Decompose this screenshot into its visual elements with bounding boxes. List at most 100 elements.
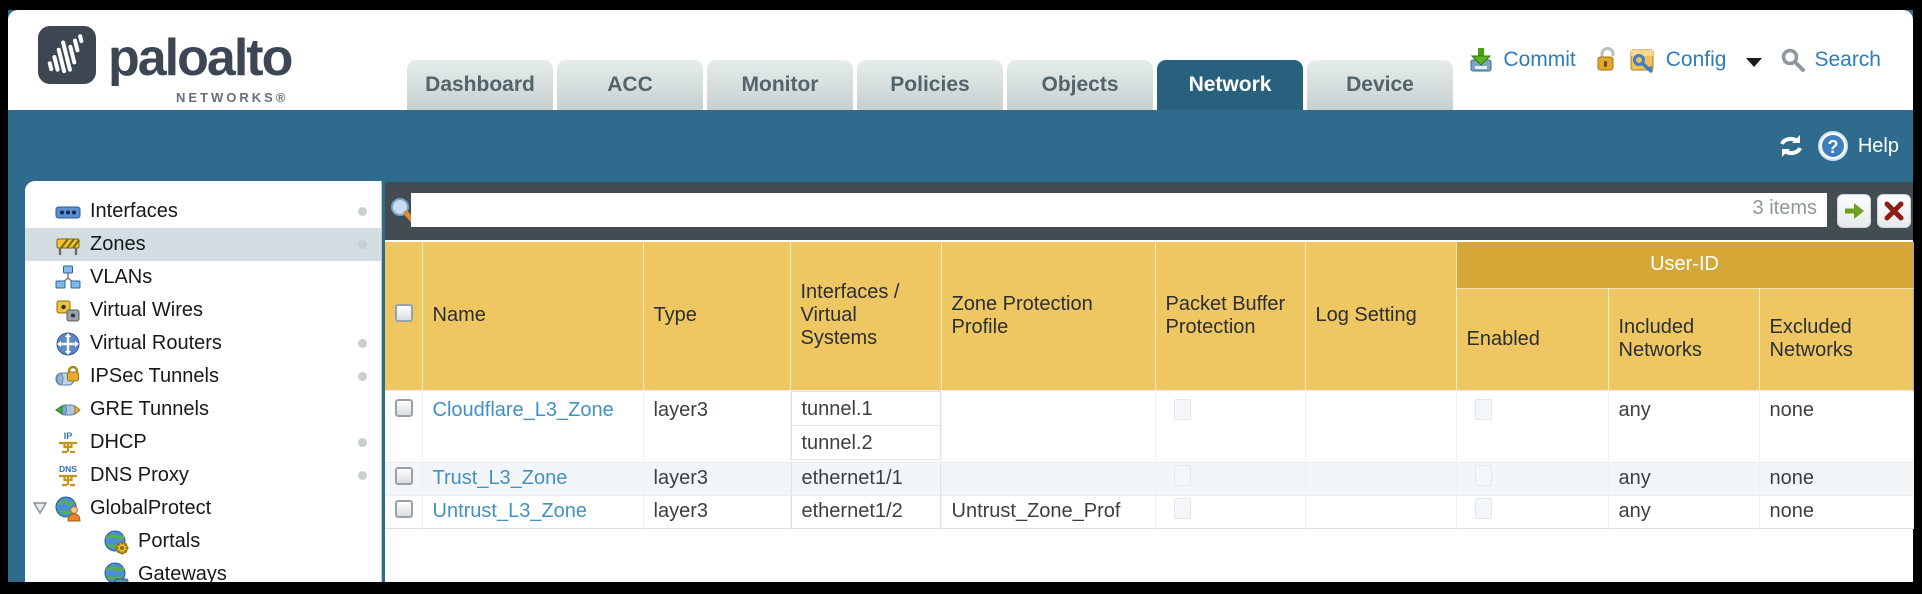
sidebar-item-dhcp[interactable]: IP DHCP — [25, 426, 381, 459]
lock-icon[interactable] — [1594, 46, 1620, 74]
col-included-networks[interactable]: Included Networks — [1608, 288, 1760, 390]
select-all-checkbox[interactable] — [395, 303, 413, 322]
svg-text:IP: IP — [64, 431, 73, 441]
zones-table: Name Type Interfaces / Virtual Systems Z… — [385, 242, 1914, 529]
interface-item[interactable]: tunnel.2 — [790, 424, 941, 460]
sidebar-item-zones[interactable]: Zones — [25, 228, 381, 261]
config-caret-icon[interactable] — [1746, 57, 1763, 67]
paloalto-logo-icon — [38, 26, 96, 84]
user-id-enabled-checkbox[interactable] — [1474, 398, 1492, 420]
row-checkbox[interactable] — [395, 499, 413, 518]
search-icon[interactable] — [1780, 47, 1806, 73]
virtual-wires-icon — [56, 300, 80, 321]
col-zone-protection-profile[interactable]: Zone Protection Profile — [941, 242, 1156, 390]
tab-device[interactable]: Device — [1307, 60, 1453, 110]
row-checkbox[interactable] — [395, 398, 413, 417]
commit-button[interactable]: Commit — [1503, 48, 1576, 71]
tab-acc[interactable]: ACC — [557, 60, 703, 110]
zones-icon — [56, 237, 80, 255]
help-icon[interactable]: ? — [1816, 129, 1850, 163]
sidebar-item-vlans[interactable]: VLANs — [25, 261, 381, 294]
col-enabled[interactable]: Enabled — [1456, 288, 1609, 390]
status-dot — [358, 471, 367, 480]
collapse-triangle-icon[interactable] — [33, 502, 47, 515]
refresh-icon[interactable] — [1774, 131, 1808, 161]
zone-protection-profile — [941, 461, 1156, 495]
main-content: 3 items — [385, 182, 1914, 582]
search-button[interactable]: Search — [1814, 48, 1881, 71]
col-excluded-networks[interactable]: Excluded Networks — [1759, 288, 1914, 390]
gre-tunnels-icon — [55, 404, 81, 415]
col-type[interactable]: Type — [643, 242, 791, 390]
config-menu-button[interactable]: Config — [1665, 48, 1727, 71]
apply-filter-button[interactable] — [1837, 194, 1871, 228]
commit-icon[interactable] — [1467, 46, 1495, 74]
zone-protection-profile: Untrust_Zone_Prof — [941, 494, 1156, 528]
sidebar-item-portals[interactable]: Portals — [25, 525, 381, 558]
tab-network[interactable]: Network — [1157, 60, 1303, 110]
interface-item[interactable]: ethernet1/2 — [790, 495, 941, 528]
portals-icon — [104, 530, 129, 554]
sidebar-item-ipsec-tunnels[interactable]: IPSec Tunnels — [25, 360, 381, 393]
status-dot — [358, 438, 367, 447]
packet-buffer-checkbox[interactable] — [1173, 398, 1191, 420]
user-id-enabled-checkbox[interactable] — [1474, 465, 1492, 486]
vlans-icon — [55, 265, 81, 288]
gateways-icon — [104, 562, 129, 582]
config-icon[interactable] — [1628, 46, 1658, 74]
main-nav-tabs: Dashboard ACC Monitor Policies Objects N… — [407, 60, 1453, 110]
sidebar-item-globalprotect[interactable]: GlobalProtect — [25, 492, 381, 525]
excluded-networks: none — [1759, 461, 1914, 495]
row-checkbox[interactable] — [395, 466, 413, 485]
dhcp-icon: IP — [59, 431, 77, 453]
sidebar-item-dns-proxy[interactable]: DNS DNS Proxy — [25, 459, 381, 492]
zone-name-link[interactable]: Trust_L3_Zone — [432, 467, 568, 489]
interface-item[interactable]: ethernet1/1 — [790, 462, 941, 495]
zone-protection-profile — [941, 389, 1156, 462]
status-dot — [358, 372, 367, 381]
col-packet-buffer-protection[interactable]: Packet Buffer Protection — [1155, 242, 1306, 390]
help-button[interactable]: Help — [1857, 134, 1899, 157]
col-interfaces[interactable]: Interfaces / Virtual Systems — [790, 242, 942, 390]
zone-interfaces: tunnel.1 tunnel.2 — [790, 389, 942, 462]
svg-text:?: ? — [1827, 137, 1838, 157]
included-networks: any — [1608, 389, 1760, 462]
table-row: Cloudflare_L3_Zone layer3 tunnel.1 tunne… — [385, 389, 1914, 462]
sidebar-item-gateways[interactable]: Gateways — [25, 558, 381, 582]
virtual-routers-icon — [56, 332, 80, 355]
filter-input[interactable] — [411, 193, 1827, 227]
page-toolbar: ? Help — [1774, 110, 1899, 182]
status-dot — [358, 240, 367, 249]
sidebar-item-virtual-wires[interactable]: Virtual Wires — [25, 294, 381, 327]
tab-monitor[interactable]: Monitor — [707, 60, 853, 110]
col-name[interactable]: Name — [422, 242, 644, 390]
sidebar-item-gre-tunnels[interactable]: GRE Tunnels — [25, 393, 381, 426]
interfaces-icon — [55, 206, 81, 218]
zone-type: layer3 — [643, 494, 791, 528]
tab-objects[interactable]: Objects — [1007, 60, 1153, 110]
log-setting — [1305, 461, 1457, 495]
tab-dashboard[interactable]: Dashboard — [407, 60, 553, 110]
green-arrow-icon — [1845, 203, 1864, 219]
user-id-enabled-checkbox[interactable] — [1474, 498, 1492, 519]
item-count-label: 3 items — [1752, 197, 1817, 219]
packet-buffer-checkbox[interactable] — [1173, 465, 1191, 486]
interface-item[interactable]: tunnel.1 — [790, 390, 941, 426]
sidebar-item-interfaces[interactable]: Interfaces — [25, 195, 381, 228]
table-row: Trust_L3_Zone layer3 ethernet1/1 any non… — [385, 461, 1914, 495]
zone-name-link[interactable]: Cloudflare_L3_Zone — [432, 398, 614, 421]
filter-input-wrap: 3 items — [411, 193, 1827, 227]
packet-buffer-checkbox[interactable] — [1173, 498, 1191, 519]
top-header-bar: paloalto NETWORKS® Dashboard ACC Monitor… — [8, 10, 1913, 110]
zone-type: layer3 — [643, 389, 791, 462]
sidebar-item-virtual-routers[interactable]: Virtual Routers — [25, 327, 381, 360]
tab-policies[interactable]: Policies — [857, 60, 1003, 110]
zones-table-panel: Name Type Interfaces / Virtual Systems Z… — [385, 240, 1914, 582]
zone-name-link[interactable]: Untrust_L3_Zone — [432, 500, 588, 522]
log-setting — [1305, 389, 1457, 462]
col-log-setting[interactable]: Log Setting — [1305, 242, 1457, 390]
excluded-networks: none — [1759, 494, 1914, 528]
clear-filter-button[interactable] — [1877, 194, 1911, 228]
included-networks: any — [1608, 494, 1760, 528]
ipsec-tunnels-icon — [55, 365, 79, 385]
